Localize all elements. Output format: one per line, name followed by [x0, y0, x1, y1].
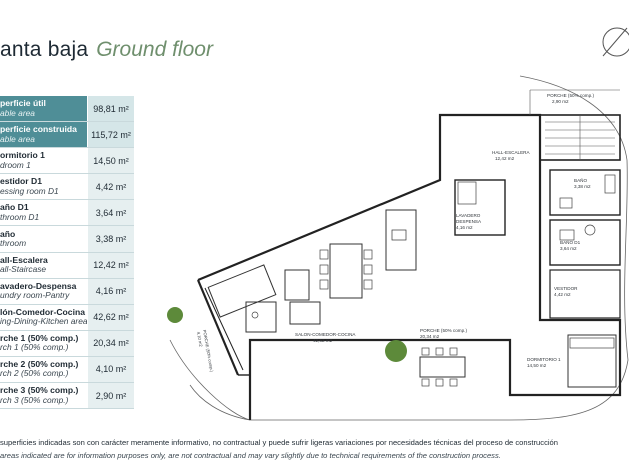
- area-label-en: able area: [0, 107, 35, 118]
- label-porche3: PORCHE (50% comp.): [547, 93, 594, 98]
- label-salon: SALON-COMEDOR-COCINA: [295, 332, 356, 337]
- area-value: 12,42 m²: [87, 252, 134, 278]
- label-hall: HALL-ESCALERA: [492, 150, 530, 155]
- area-value: 3,64 m²: [87, 200, 134, 226]
- area-row: rche 2 (50% comp.)rch 2 (50% comp.)4,10 …: [0, 356, 134, 384]
- area-label-es: perficie útil: [0, 98, 46, 109]
- plant-icon: [167, 307, 183, 323]
- area-label-es: ormitorio 1: [0, 150, 45, 161]
- label-porche1: PORCHE (50% comp.): [420, 328, 467, 333]
- area-label-en: rch 1 (50% comp.): [0, 342, 69, 353]
- area-label-en: rch 2 (50% comp.): [0, 368, 69, 379]
- area-value: 2,90 m²: [87, 383, 134, 409]
- svg-text:4,16 m2: 4,16 m2: [456, 225, 473, 230]
- area-label-es: rche 2 (50% comp.): [0, 358, 79, 369]
- title-spanish: anta baja: [0, 38, 89, 61]
- svg-text:3,38 m2: 3,38 m2: [574, 184, 591, 189]
- svg-text:42,62 m2: 42,62 m2: [313, 338, 333, 343]
- area-value: 42,62 m²: [87, 304, 134, 330]
- area-label-en: essing room D1: [0, 185, 59, 196]
- area-label: rche 3 (50% comp.)rch 3 (50% comp.): [0, 383, 87, 408]
- area-value: 115,72 m²: [87, 122, 134, 148]
- area-label-es: año: [0, 228, 16, 239]
- area-label-en: able area: [0, 133, 35, 144]
- area-value: 4,42 m²: [87, 174, 134, 200]
- disclaimer-footer: superficies indicadas son con carácter m…: [0, 436, 629, 462]
- svg-text:DESPENSA: DESPENSA: [456, 219, 482, 224]
- area-label: rche 1 (50% comp.)rch 1 (50% comp.): [0, 331, 87, 356]
- svg-text:12,42 m2: 12,42 m2: [495, 156, 515, 161]
- label-lavadero: LAVADERO: [456, 213, 481, 218]
- area-label-es: año D1: [0, 202, 29, 213]
- area-label-en: throom D1: [0, 211, 40, 222]
- disclaimer-spanish: superficies indicadas son con carácter m…: [0, 438, 559, 447]
- area-label-es: rche 1 (50% comp.): [0, 332, 79, 343]
- area-label-en: rch 3 (50% comp.): [0, 394, 69, 405]
- title-english: Ground floor: [96, 38, 213, 61]
- page-header: anta baja Ground floor: [0, 38, 213, 72]
- disclaimer-english: areas indicated are for information purp…: [0, 451, 501, 460]
- floor-plan: PORCHE (50% comp.) 2,90 m2 HALL-ESCALERA…: [150, 70, 629, 430]
- area-label-en: undry room-Pantry: [0, 290, 70, 301]
- area-value: 98,81 m²: [87, 96, 134, 122]
- area-label-es: rche 3 (50% comp.): [0, 385, 79, 396]
- area-value: 3,38 m²: [87, 226, 134, 252]
- area-label-en: droom 1: [0, 159, 31, 170]
- svg-text:4,10 m2: 4,10 m2: [196, 331, 204, 347]
- area-label-es: lón-Comedor-Cocina: [0, 306, 85, 317]
- label-dormitorio: DORMITORIO 1: [527, 357, 561, 362]
- svg-text:2,90 m2: 2,90 m2: [552, 99, 569, 104]
- svg-text:3,64 m2: 3,64 m2: [560, 246, 577, 251]
- label-vestidor: VESTIDOR: [554, 286, 578, 291]
- svg-text:20,34 m2: 20,34 m2: [420, 334, 440, 339]
- area-label: rche 2 (50% comp.)rch 2 (50% comp.): [0, 357, 87, 382]
- area-label-en: all-Staircase: [0, 264, 47, 275]
- area-label-es: perficie construida: [0, 124, 77, 135]
- area-value: 4,10 m²: [87, 356, 134, 383]
- area-row: rche 3 (50% comp.)rch 3 (50% comp.)2,90 …: [0, 383, 134, 410]
- area-value: 4,16 m²: [87, 278, 134, 304]
- plant-icon: [385, 340, 407, 362]
- area-value: 14,50 m²: [87, 148, 134, 174]
- label-bano: BAÑO: [574, 177, 587, 183]
- area-label-es: estidor D1: [0, 176, 43, 187]
- area-value: 20,34 m²: [87, 330, 134, 356]
- area-label-en: throom: [0, 238, 27, 249]
- label-porche2: PORCHE (50% comp.): [202, 329, 214, 373]
- area-label-en: ing-Dining-Kitchen area: [0, 316, 87, 327]
- label-bano-d1: BAÑO D1: [560, 239, 581, 245]
- house-walls: [197, 113, 622, 420]
- compass-icon: [593, 20, 629, 66]
- svg-text:4,42 m2: 4,42 m2: [554, 292, 571, 297]
- svg-text:14,50 m2: 14,50 m2: [527, 363, 547, 368]
- area-row: rche 1 (50% comp.)rch 1 (50% comp.)20,34…: [0, 330, 134, 357]
- area-label-es: all-Escalera: [0, 254, 48, 265]
- area-label-es: avadero-Despensa: [0, 280, 77, 291]
